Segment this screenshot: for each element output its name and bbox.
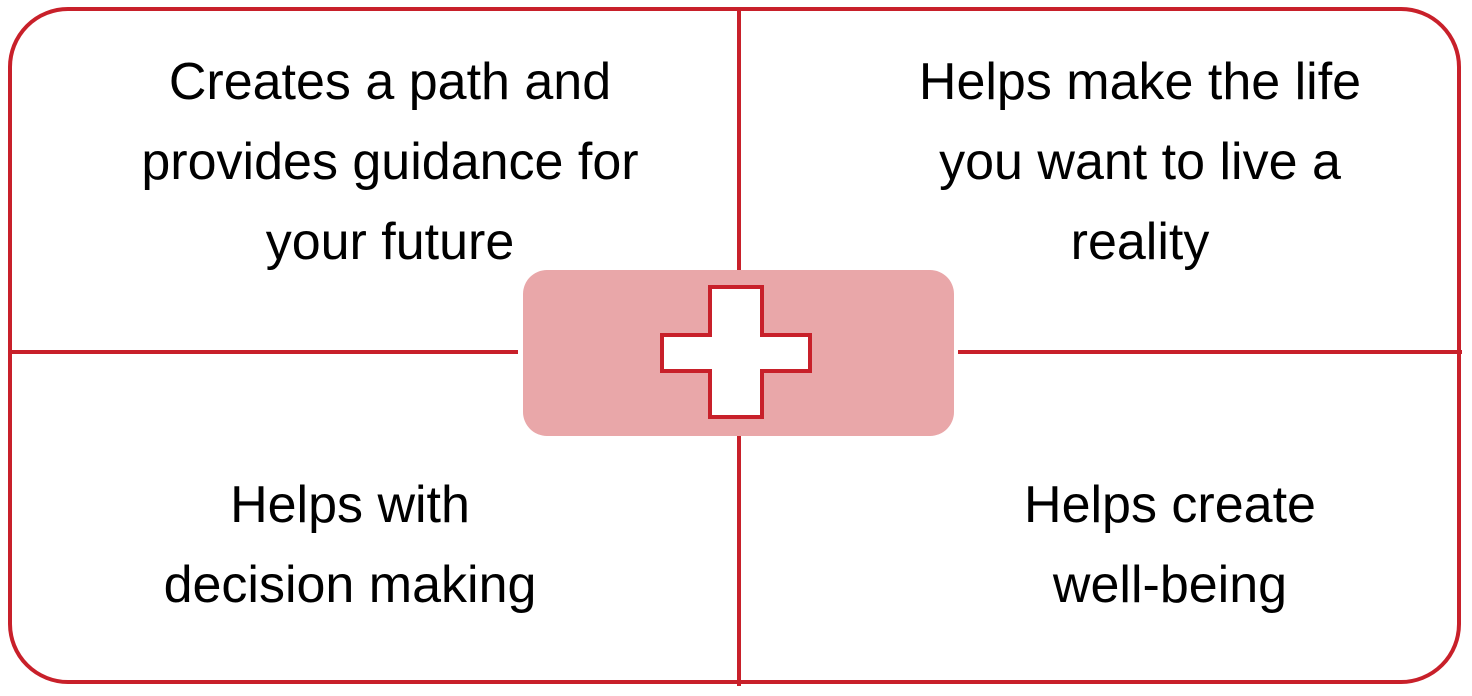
quadrant-bottom-right-text: Helps create well-being — [1024, 476, 1316, 614]
vertical-divider-top — [737, 9, 741, 271]
horizontal-divider-right — [958, 350, 1462, 354]
plus-cross-icon — [660, 285, 812, 419]
vertical-divider-bottom — [737, 434, 741, 686]
horizontal-divider-left — [10, 350, 518, 354]
quadrant-bottom-left-text: Helps with decision making — [163, 476, 537, 614]
quadrant-top-left-text: Creates a path and provides guidance for… — [141, 53, 639, 271]
quadrant-top-right-text: Helps make the life you want to live a r… — [918, 53, 1362, 271]
